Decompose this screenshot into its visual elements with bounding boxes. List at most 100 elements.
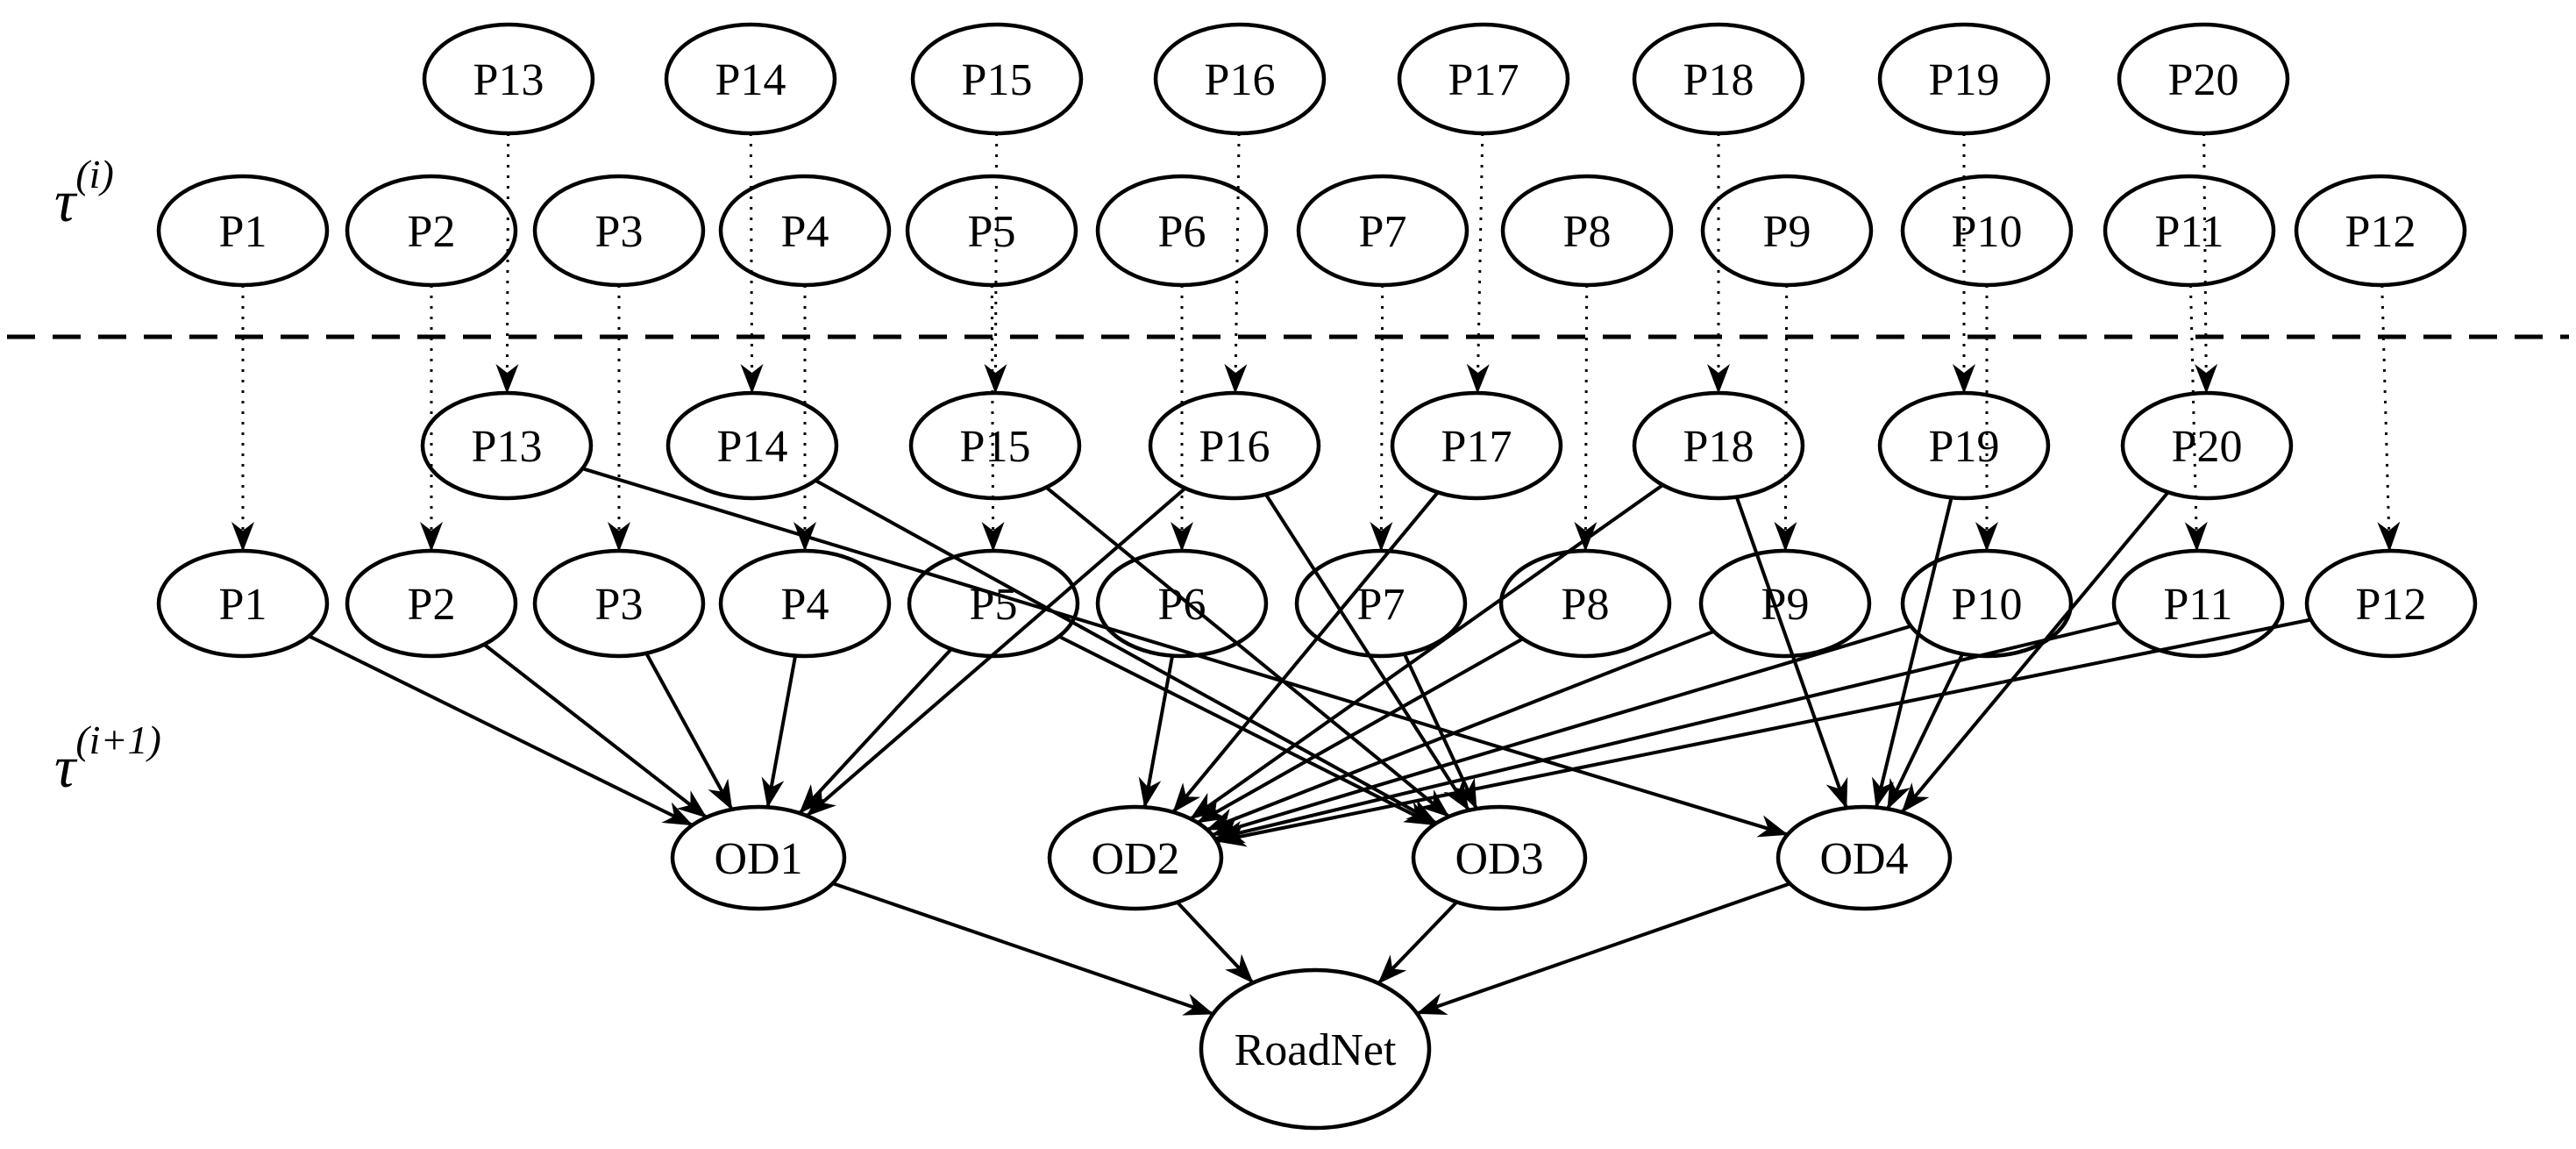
node-label-P20-tau-i1: P20 xyxy=(2172,422,2243,472)
edge-P17-to-P17 xyxy=(1466,132,1490,395)
edge-P16-to-P16 xyxy=(1224,132,1248,395)
edge-P5-to-OD1 xyxy=(798,647,953,815)
node-label-P17-tau-i1: P17 xyxy=(1441,422,1512,472)
node-label-P18-tau-i: P18 xyxy=(1683,55,1754,105)
node-OD2-tau-i1 xyxy=(1047,804,1224,911)
node-label-P9-tau-i: P9 xyxy=(1763,207,1811,257)
node-P17-tau-i xyxy=(1397,22,1570,136)
node-label-OD4-tau-i1: OD4 xyxy=(1819,834,1908,884)
tier-label-tau-i: τ(i) xyxy=(54,152,114,234)
node-label-P18-tau-i1: P18 xyxy=(1683,422,1754,472)
tier-labels-layer: τ(i) τ(i+1) xyxy=(54,152,161,800)
node-label-P4-tau-i: P4 xyxy=(781,207,829,257)
edge-P18-to-OD2 xyxy=(1189,483,1664,821)
node-label-P10-tau-i1: P10 xyxy=(1952,580,2023,630)
edge-P10-to-OD4 xyxy=(1886,653,1965,810)
node-label-OD1-tau-i1: OD1 xyxy=(714,834,802,884)
edge-P16-to-OD1 xyxy=(806,487,1187,817)
node-label-P7-tau-i: P7 xyxy=(1359,207,1407,257)
node-OD4-tau-i1 xyxy=(1775,804,1953,911)
node-P5-tau-i xyxy=(905,174,1078,288)
node-label-P2-tau-i1: P2 xyxy=(408,580,456,630)
edge-P1-to-OD1 xyxy=(308,634,694,827)
edge-P13-to-P13 xyxy=(495,132,519,395)
edge-P13-to-OD4 xyxy=(581,467,1789,838)
edge-OD1-to-RoadNet xyxy=(832,881,1214,1016)
node-label-P11-tau-i: P11 xyxy=(2155,207,2224,257)
node-P7-tau-i xyxy=(1296,174,1469,288)
edge-P11-to-OD2 xyxy=(1213,620,2120,844)
node-label-P3-tau-i: P3 xyxy=(595,207,644,257)
node-label-P5-tau-i: P5 xyxy=(968,207,1016,257)
edge-P15-to-P15 xyxy=(984,132,1007,395)
edge-P19-to-OD4 xyxy=(1872,496,1953,809)
edge-P8-to-P8 xyxy=(1574,284,1598,553)
edges-layer xyxy=(7,132,2569,1016)
node-label-P6-tau-i: P6 xyxy=(1158,207,1206,257)
node-label-P12-tau-i: P12 xyxy=(2345,207,2416,257)
edge-P20-to-P20 xyxy=(2195,132,2218,395)
node-P9-tau-i xyxy=(1700,174,1874,288)
node-label-P13-tau-i1: P13 xyxy=(472,422,543,472)
edge-P3-to-OD1 xyxy=(644,652,734,810)
node-label-P12-tau-i1: P12 xyxy=(2356,580,2427,630)
node-label-P4-tau-i1: P4 xyxy=(781,580,829,630)
node-P8-tau-i xyxy=(1500,174,1674,288)
node-P11-tau-i xyxy=(2103,174,2276,288)
node-P14-tau-i xyxy=(664,22,837,136)
node-P13-tau-i xyxy=(422,22,595,136)
tier-label-tau-i1: τ(i+1) xyxy=(54,717,161,800)
node-label-P15-tau-i1: P15 xyxy=(960,422,1031,472)
node-P15-tau-i xyxy=(910,22,1084,136)
node-label-P3-tau-i1: P3 xyxy=(595,580,644,630)
edge-P9-to-OD2 xyxy=(1206,629,1715,831)
edge-P16-to-OD3 xyxy=(1264,493,1470,811)
node-label-P14-tau-i: P14 xyxy=(715,55,786,105)
edge-P18-to-OD4 xyxy=(1734,496,1848,810)
node-label-P16-tau-i1: P16 xyxy=(1199,422,1270,472)
node-OD1-tau-i1 xyxy=(670,804,847,911)
node-OD3-tau-i1 xyxy=(1411,804,1588,911)
node-label-P1-tau-i1: P1 xyxy=(219,580,267,630)
node-label-P19-tau-i1: P19 xyxy=(1929,422,2000,472)
node-label-P8-tau-i: P8 xyxy=(1563,207,1612,257)
edge-P4-to-OD1 xyxy=(761,655,798,809)
edge-P14-to-OD3 xyxy=(815,478,1438,825)
node-RoadNet-tau-i1 xyxy=(1199,967,1432,1131)
edge-P6-to-OD2 xyxy=(1138,655,1175,809)
node-label-P7-tau-i1: P7 xyxy=(1357,580,1405,630)
node-P16-tau-i xyxy=(1153,22,1327,136)
edge-P5-to-P5 xyxy=(981,284,1005,553)
edge-OD2-to-RoadNet xyxy=(1176,901,1255,984)
node-label-P11-tau-i1: P11 xyxy=(2164,580,2233,630)
edge-P11-to-P11 xyxy=(2184,284,2208,553)
node-P12-tau-i xyxy=(2294,174,2467,288)
node-label-P2-tau-i: P2 xyxy=(408,207,456,257)
edge-P8-to-OD2 xyxy=(1196,637,1524,824)
edge-P17-to-OD2 xyxy=(1171,491,1440,814)
node-label-P17-tau-i: P17 xyxy=(1448,55,1519,105)
edge-OD3-to-RoadNet xyxy=(1377,900,1458,985)
edge-P20-to-OD4 xyxy=(1900,490,2170,814)
node-label-P13-tau-i: P13 xyxy=(473,55,544,105)
node-label-P8-tau-i1: P8 xyxy=(1562,580,1610,630)
node-label-P1-tau-i: P1 xyxy=(219,207,267,257)
node-label-OD2-tau-i1: OD2 xyxy=(1091,834,1179,884)
node-label-P20-tau-i: P20 xyxy=(2168,55,2239,105)
node-label-P15-tau-i: P15 xyxy=(962,55,1033,105)
node-label-P14-tau-i1: P14 xyxy=(717,422,788,472)
node-label-P16-tau-i: P16 xyxy=(1205,55,1276,105)
node-label-P6-tau-i1: P6 xyxy=(1158,580,1206,630)
edge-P15-to-OD3 xyxy=(1045,486,1450,818)
edge-OD4-to-RoadNet xyxy=(1416,881,1791,1016)
edge-P7-to-P7 xyxy=(1370,284,1393,553)
edge-P5-to-OD3 xyxy=(1057,634,1435,827)
node-label-P19-tau-i: P19 xyxy=(1929,55,2000,105)
node-label-P10-tau-i: P10 xyxy=(1952,207,2023,257)
edge-P12-to-P12 xyxy=(2377,284,2401,553)
edge-P9-to-P9 xyxy=(1774,284,1797,553)
node-P20-tau-i xyxy=(2117,22,2290,136)
